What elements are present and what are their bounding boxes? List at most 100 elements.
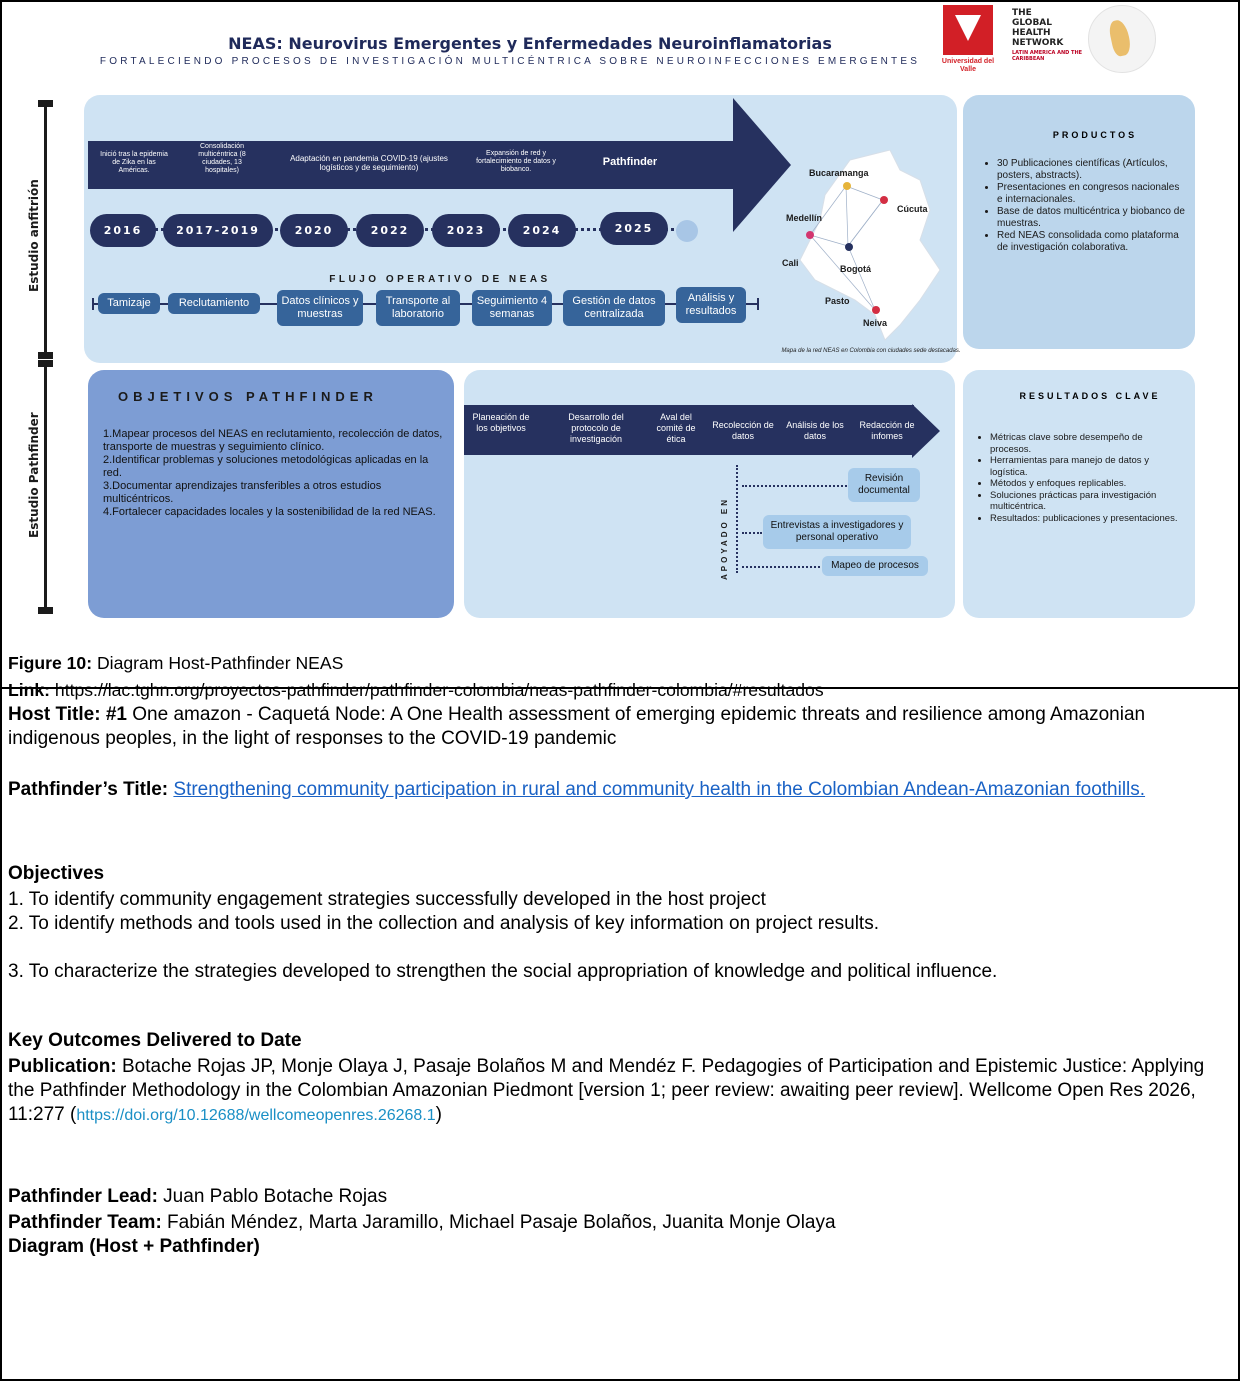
map-caption: Mapa de la red NEAS en Colombia con ciud… — [781, 348, 961, 354]
year-pill: 2022 — [356, 214, 424, 247]
text-frame — [0, 689, 1240, 1381]
process-arrow — [464, 405, 914, 455]
host-title-text: One amazon - Caquetá Node: A One Health … — [8, 704, 1146, 749]
city-label: Bucaramanga — [809, 168, 869, 178]
doi-link[interactable]: https://doi.org/10.12688/wellcomeopenres… — [76, 1107, 436, 1124]
process-step: Desarrollo del protocolo de investigació… — [568, 412, 624, 444]
flow-step: Reclutamiento — [168, 293, 260, 314]
axis-tick — [38, 360, 53, 367]
phase-label: Inició tras la epidemia de Zika en las A… — [100, 151, 168, 174]
phase-label: Expansión de red y fortalecimiento de da… — [476, 150, 556, 173]
result-item: Soluciones prácticas para investigación … — [990, 490, 1178, 513]
objective-item: 3.Documentar aprendizajes transferibles … — [103, 480, 382, 505]
caption-text: Diagram Host-Pathfinder NEAS — [92, 653, 344, 673]
city-dot — [843, 182, 851, 190]
flow-cap — [92, 298, 94, 310]
figure-link: Link: https://lac.tghn.org/proyectos-pat… — [8, 679, 824, 701]
city-dot — [880, 196, 888, 204]
flow-step: Transporte al laboratorio — [376, 290, 460, 326]
diagram-heading: Diagram (Host + Pathfinder) — [8, 1236, 260, 1257]
flow-step: Datos clínicos y muestras — [277, 290, 363, 326]
pathfinder-title-link[interactable]: Strengthening community participation in… — [173, 779, 1146, 800]
flow-step: Seguimiento 4 semanas — [472, 290, 552, 326]
year-pill: 2025 — [600, 212, 668, 245]
products-title: PRODUCTOS — [1052, 130, 1138, 140]
product-item: Presentaciones en congresos nacionales e… — [997, 182, 1185, 206]
year-pill: 2020 — [280, 214, 348, 247]
objectives-title: OBJETIVOS PATHFINDER — [118, 389, 378, 404]
tghn-line: NETWORK — [1012, 38, 1064, 48]
host-title: Host Title: #1 One amazon - Caquetá Node… — [8, 703, 1228, 751]
result-item: Métricas clave sobre desempeño de proces… — [990, 432, 1178, 455]
phase-label: Adaptación en pandemia COVID-19 (ajustes… — [290, 154, 448, 172]
objectives-panel — [88, 370, 454, 618]
univalle-logo-text: Universidad del Valle — [941, 58, 995, 73]
phase-label: Consolidación multicéntrica (8 ciudades,… — [198, 143, 246, 174]
product-item: 30 Publicaciones científicas (Artículos,… — [997, 158, 1185, 182]
objective-item: 4.Fortalecer capacidades locales y la so… — [103, 506, 436, 518]
host-side-label: Estudio anfitrión — [27, 179, 41, 292]
axis-tick — [38, 607, 53, 614]
host-title-label: Host Title: #1 — [8, 704, 127, 725]
tghn-line: THE — [1012, 8, 1032, 18]
tghn-line: HEALTH — [1012, 28, 1051, 38]
product-item: Base de datos multicéntrica y biobanco d… — [997, 206, 1185, 230]
caption-label: Figure 10: — [8, 653, 93, 673]
pathfinder-title-label: Pathfinder’s Title: — [8, 779, 169, 800]
support-pill: Entrevistas a investigadores y personal … — [763, 515, 911, 549]
result-item: Herramientas para manejo de datos y logí… — [990, 455, 1178, 478]
process-step: Recolección de datos — [712, 420, 774, 441]
results-panel — [963, 370, 1195, 618]
year-pill: 2016 — [90, 214, 156, 247]
colombia-map — [799, 150, 941, 341]
flow-step: Tamizaje — [98, 293, 160, 314]
figure-frame — [0, 0, 1240, 689]
tghn-region: LATIN AMERICA AND THE CARIBBEAN — [1012, 50, 1083, 62]
process-step: Aval del comité de ética — [656, 412, 696, 444]
publication: Publication: Botache Rojas JP, Monje Ola… — [8, 1055, 1218, 1128]
host-axis-line — [44, 103, 47, 357]
tghn-line: GLOBAL — [1012, 18, 1053, 28]
process-arrow-head — [912, 404, 940, 458]
city-dot — [872, 306, 880, 314]
city-dot — [845, 243, 853, 251]
results-list: Métricas clave sobre desempeño de proces… — [978, 432, 1178, 524]
city-label: Cali — [782, 258, 799, 268]
objective-item: 3. To characterize the strategies develo… — [8, 961, 998, 982]
support-pill: Mapeo de procesos — [822, 556, 928, 576]
tghn-logo: THE GLOBAL HEALTH NETWORK LATIN AMERICA … — [1012, 8, 1092, 62]
axis-tick — [38, 100, 53, 107]
lead-text: Juan Pablo Botache Rojas — [157, 1186, 388, 1207]
support-connector — [742, 566, 820, 568]
flow-step: Análisis y resultados — [676, 287, 746, 323]
figure-caption: Figure 10: Diagram Host-Pathfinder NEAS — [8, 652, 343, 674]
pathfinder-team: Pathfinder Team: Fabián Méndez, Marta Ja… — [8, 1212, 836, 1234]
city-label: Cúcuta — [897, 204, 928, 214]
year-pill: 2024 — [508, 214, 576, 247]
objective-item: 1.Mapear procesos del NEAS en reclutamie… — [103, 428, 443, 453]
objectives-heading: Objectives — [8, 863, 105, 884]
support-connector — [742, 532, 762, 534]
city-label: Pasto — [825, 296, 850, 306]
team-text: Fabián Méndez, Marta Jaramillo, Michael … — [161, 1212, 836, 1233]
result-item: Resultados: publicaciones y presentacion… — [990, 513, 1178, 525]
objective-item: 1. To identify community engagement stra… — [8, 889, 766, 910]
objectives-list: 1.Mapear procesos del NEAS en reclutamie… — [103, 428, 448, 519]
pathfinder-axis-line — [44, 362, 47, 612]
publication-close: ) — [435, 1104, 442, 1125]
flow-cap — [757, 298, 759, 310]
timeline-arrow — [88, 141, 738, 189]
product-item: Red NEAS consolidada como plataforma de … — [997, 230, 1185, 254]
apoyado-label: APOYADO EN — [720, 496, 729, 580]
process-step: Redacción de infomes — [859, 420, 915, 441]
lead-label: Pathfinder Lead: — [8, 1186, 158, 1207]
link-label: Link: — [8, 680, 51, 700]
infographic-title: NEAS: Neurovirus Emergentes y Enfermedad… — [228, 34, 832, 53]
products-list: 30 Publicaciones científicas (Artículos,… — [985, 158, 1185, 254]
pathfinder-side-label: Estudio Pathfinder — [27, 412, 41, 538]
year-pill: 2023 — [432, 214, 500, 247]
globe-logo-icon — [1088, 5, 1156, 73]
timeline-arrow-head — [733, 98, 791, 232]
results-title: RESULTADOS CLAVE — [1019, 391, 1161, 401]
result-item: Métodos y enfoques replicables. — [990, 478, 1178, 490]
